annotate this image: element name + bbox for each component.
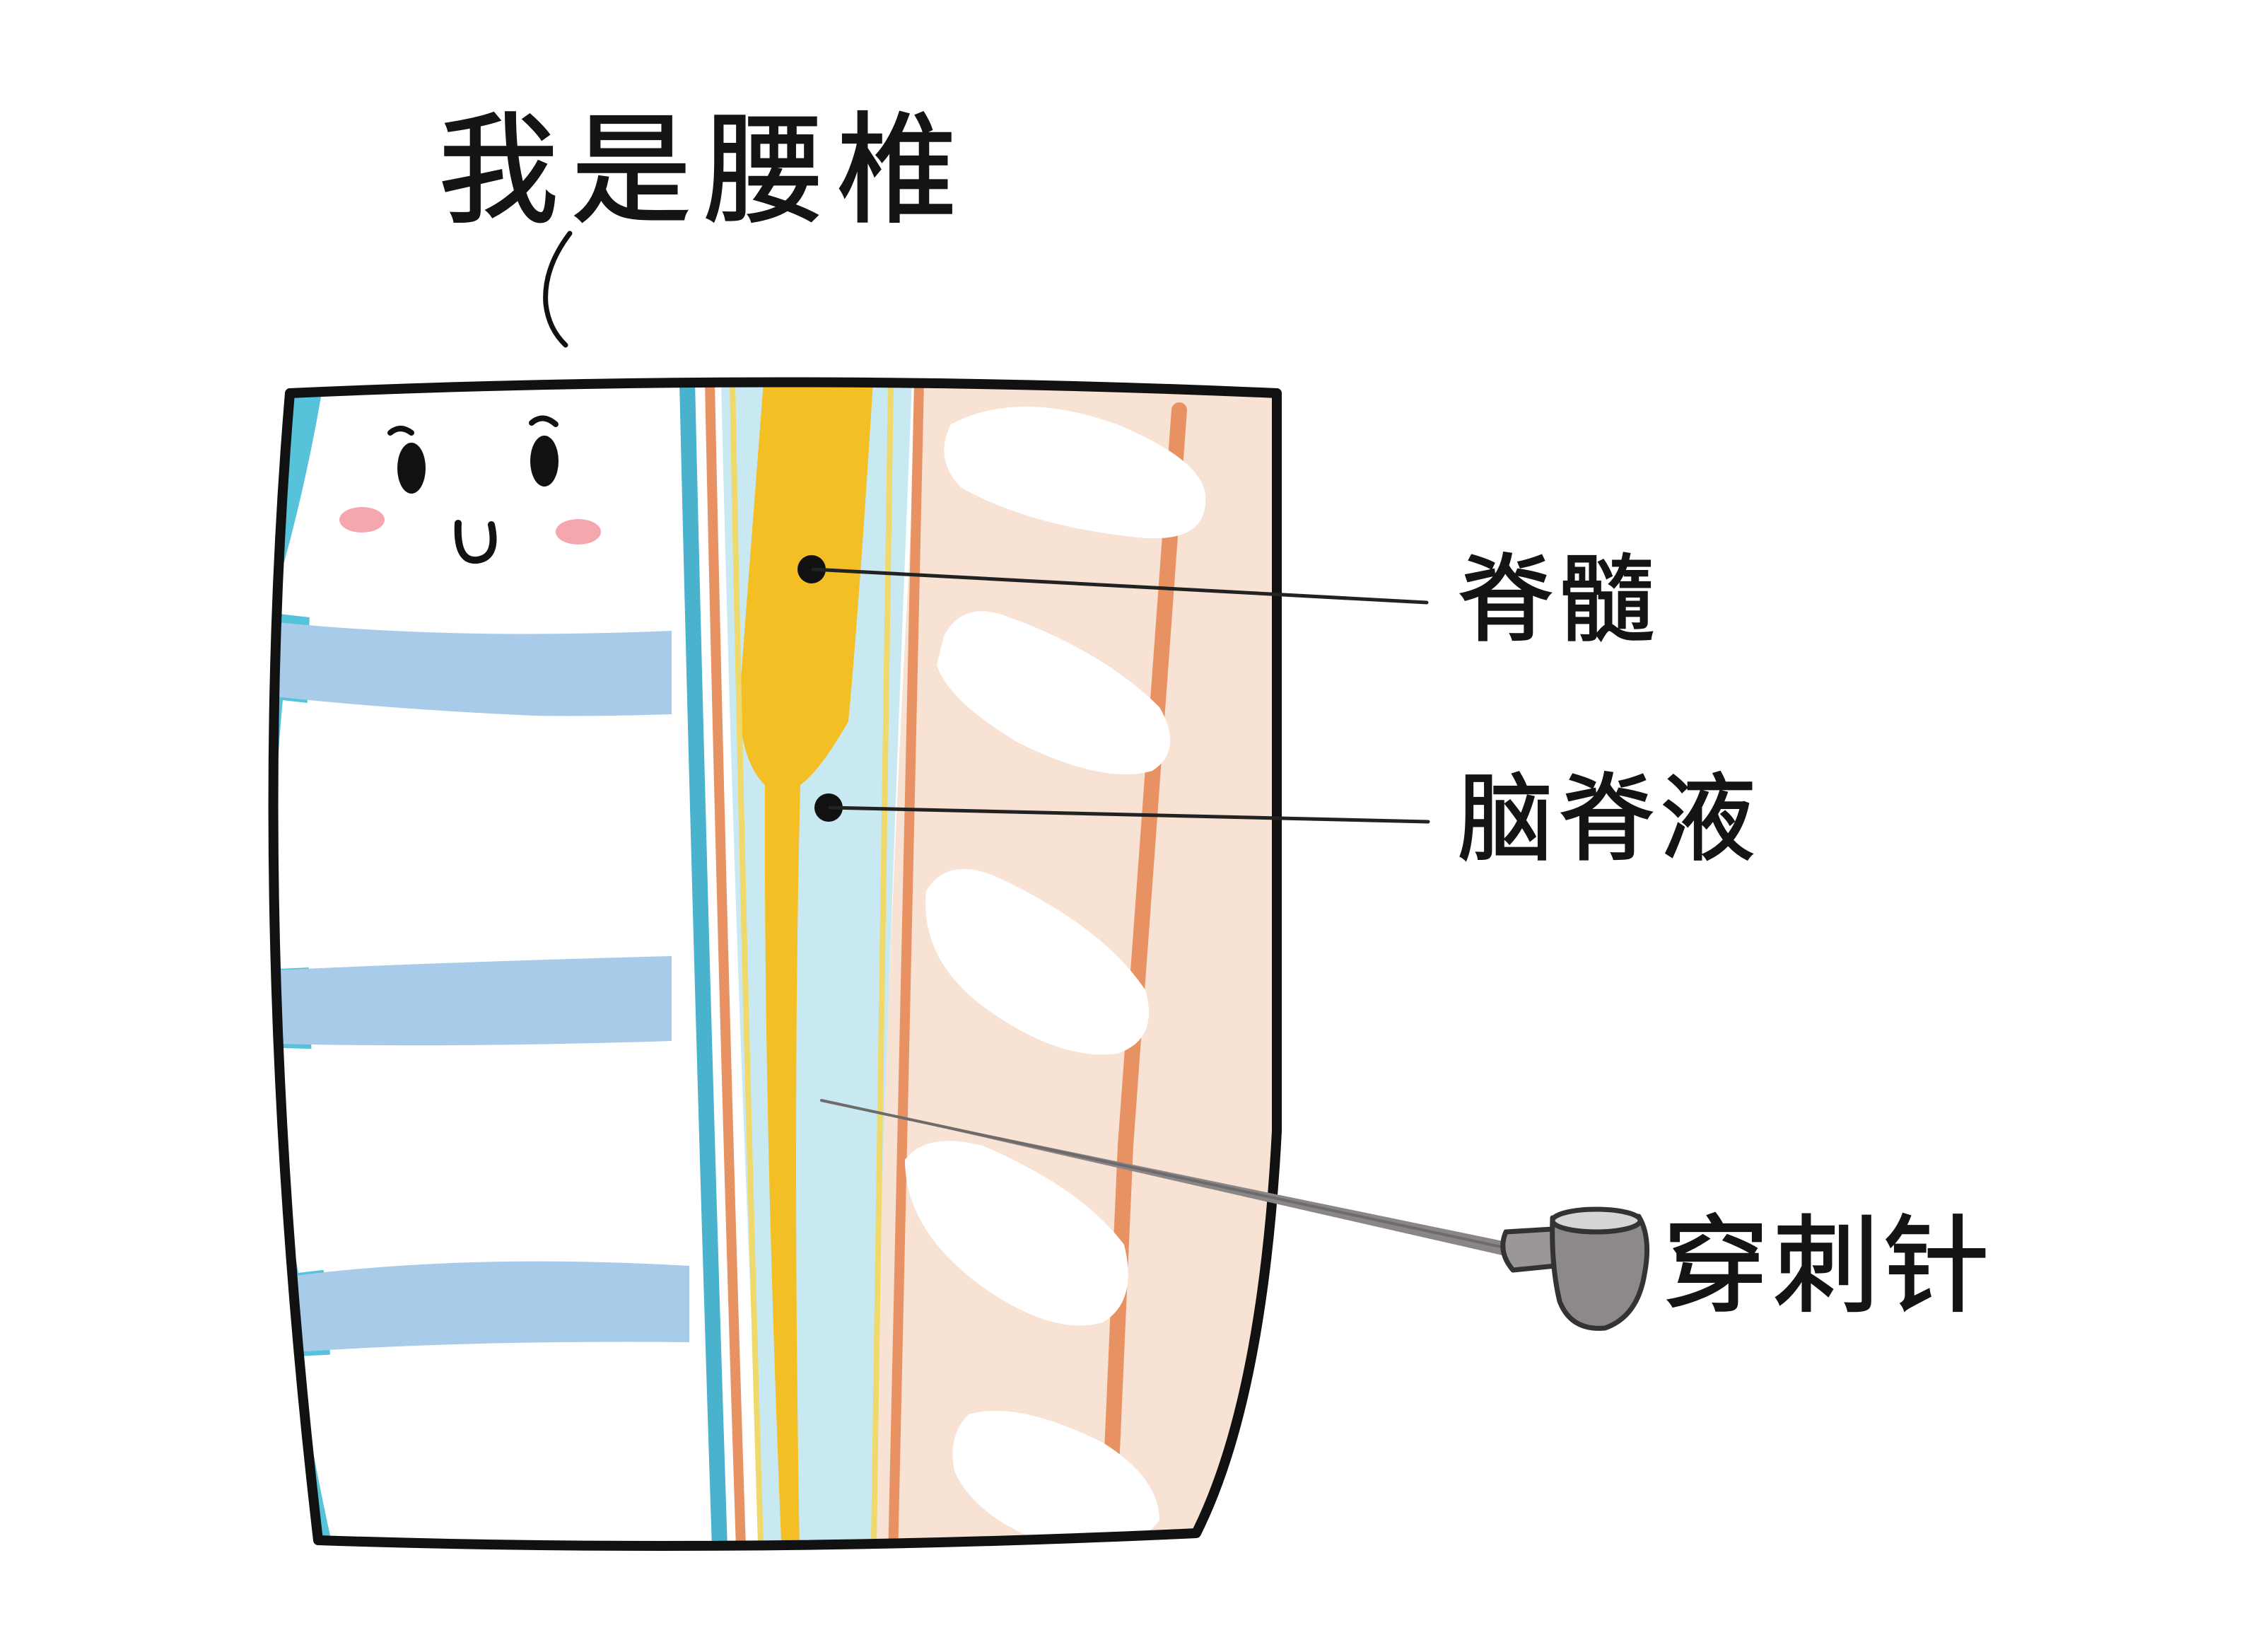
vertebra	[282, 1044, 689, 1273]
spine-section	[273, 382, 1277, 1546]
vertebral-bodies	[273, 393, 700, 1545]
puncture-needle	[820, 1099, 1650, 1331]
needle-hub-collar	[1500, 1226, 1558, 1273]
spinous-process	[952, 1411, 1159, 1546]
spinal-cord-pointer-line	[811, 567, 1429, 605]
spinous-processes	[905, 407, 1206, 1546]
dura-anterior-orange	[705, 382, 747, 1546]
mouth	[454, 520, 497, 564]
intervertebral-disc	[274, 956, 672, 1046]
spine-outline	[268, 377, 1282, 1551]
intervertebral-discs	[274, 622, 689, 1352]
right-eyelash	[529, 415, 559, 427]
csf-label: 脑脊液	[1458, 764, 1761, 875]
vertebra	[273, 393, 671, 627]
intervertebral-disc	[274, 622, 672, 720]
spinal-cord	[739, 382, 873, 1546]
vertebra	[297, 1345, 700, 1545]
left-cheek	[339, 507, 385, 533]
left-eye	[397, 443, 426, 494]
title-pointer-line	[543, 231, 573, 348]
needle-label: 穿刺针	[1663, 1205, 1994, 1328]
needle-hub-rim	[1550, 1206, 1643, 1235]
arachnoid-anterior	[730, 382, 765, 1546]
needle-shaft-edge	[820, 1099, 1519, 1252]
title: 我是腰椎	[438, 101, 970, 241]
ligament-band	[1102, 402, 1187, 1507]
dura-anterior	[679, 382, 729, 1546]
needle-hub-body	[1550, 1214, 1650, 1331]
intervertebral-disc	[290, 1261, 689, 1352]
spinous-process	[937, 611, 1171, 774]
smiling-face-icon	[339, 415, 601, 564]
arachnoid-posterior	[870, 382, 894, 1546]
right-cheek	[556, 519, 601, 545]
right-eye	[530, 436, 559, 487]
spinous-process	[925, 868, 1149, 1055]
needle-hub-icon	[1500, 1206, 1650, 1331]
canal-walls	[679, 382, 1187, 1546]
dura-posterior	[887, 382, 924, 1546]
spinal-cord-label: 脊髓	[1458, 545, 1660, 656]
left-eyelash	[387, 426, 414, 436]
csf-pointer-line	[828, 805, 1430, 824]
vertebra	[274, 700, 684, 969]
needle-shaft	[822, 1100, 1520, 1257]
spinous-process	[905, 1141, 1128, 1326]
spinous-process	[944, 407, 1206, 539]
